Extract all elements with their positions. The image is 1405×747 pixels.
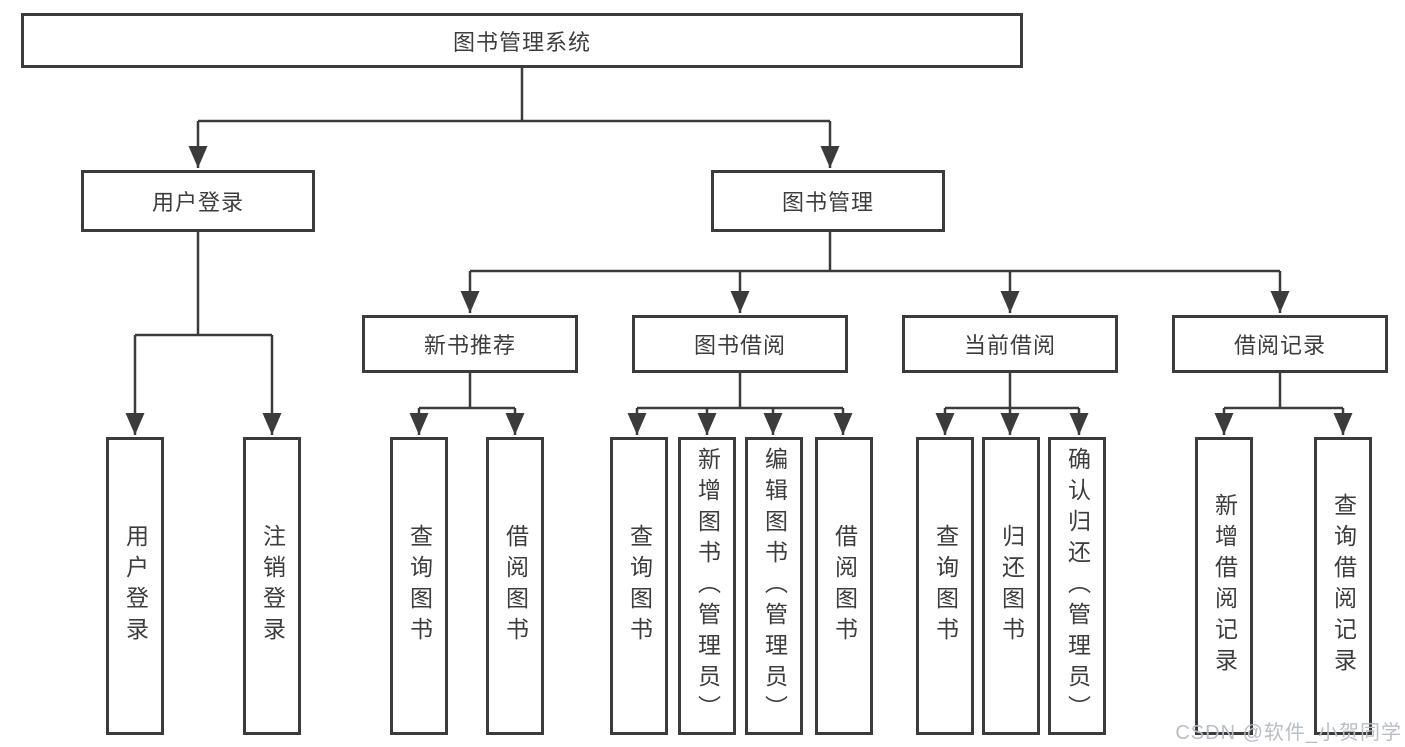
leaf-query-books-recommend: 查询图书	[390, 437, 448, 735]
node-user-login-label: 用户登录	[151, 190, 244, 215]
node-library-system: 图书管理系统	[21, 13, 1023, 68]
leaf-borrow-books-borrowing: 借阅图书	[815, 437, 873, 735]
leaf-user-login: 用户登录	[106, 437, 164, 735]
leaf-query-books-recommend-label: 查询图书	[406, 524, 433, 648]
leaf-add-book-admin-label: 新增图书（管理员）	[694, 446, 721, 726]
node-user-login: 用户登录	[81, 170, 315, 232]
leaf-query-books-borrowing: 查询图书	[610, 437, 668, 735]
leaf-borrow-books-recommend: 借阅图书	[486, 437, 544, 735]
leaf-query-borrow-record: 查询借阅记录	[1314, 437, 1372, 735]
leaf-query-books-borrowing-label: 查询图书	[626, 524, 653, 648]
leaf-confirm-return-admin-label: 确认归还（管理员）	[1064, 446, 1091, 726]
node-book-borrowing: 图书借阅	[632, 315, 848, 373]
leaf-borrow-books-borrowing-label: 借阅图书	[831, 524, 858, 648]
node-book-management: 图书管理	[711, 170, 945, 232]
node-borrowing-records-label: 借阅记录	[1233, 333, 1326, 358]
node-new-book-recommendation-label: 新书推荐	[423, 333, 516, 358]
node-library-system-label: 图书管理系统	[452, 29, 591, 55]
leaf-borrow-books-recommend-label: 借阅图书	[502, 524, 529, 648]
leaf-logout: 注销登录	[243, 437, 301, 735]
leaf-query-books-current: 查询图书	[916, 437, 974, 735]
node-new-book-recommendation: 新书推荐	[362, 315, 578, 373]
watermark: CSDN @软件_小贺同学	[1175, 722, 1402, 744]
node-current-borrowing: 当前借阅	[902, 315, 1118, 373]
node-book-borrowing-label: 图书借阅	[693, 333, 786, 358]
leaf-return-books: 归还图书	[982, 437, 1040, 735]
leaf-add-book-admin: 新增图书（管理员）	[678, 437, 736, 735]
leaf-return-books-label: 归还图书	[998, 524, 1025, 648]
node-borrowing-records: 借阅记录	[1172, 315, 1388, 373]
leaf-edit-book-admin-label: 编辑图书（管理员）	[761, 446, 788, 726]
leaf-query-books-current-label: 查询图书	[932, 524, 959, 648]
leaf-query-borrow-record-label: 查询借阅记录	[1330, 493, 1357, 679]
leaf-add-borrow-record: 新增借阅记录	[1195, 437, 1253, 735]
node-current-borrowing-label: 当前借阅	[963, 333, 1056, 358]
leaf-logout-label: 注销登录	[259, 524, 286, 648]
leaf-edit-book-admin: 编辑图书（管理员）	[745, 437, 803, 735]
leaf-add-borrow-record-label: 新增借阅记录	[1211, 493, 1238, 679]
leaf-confirm-return-admin: 确认归还（管理员）	[1048, 437, 1106, 735]
leaf-user-login-label: 用户登录	[122, 524, 149, 648]
node-book-management-label: 图书管理	[781, 190, 874, 215]
